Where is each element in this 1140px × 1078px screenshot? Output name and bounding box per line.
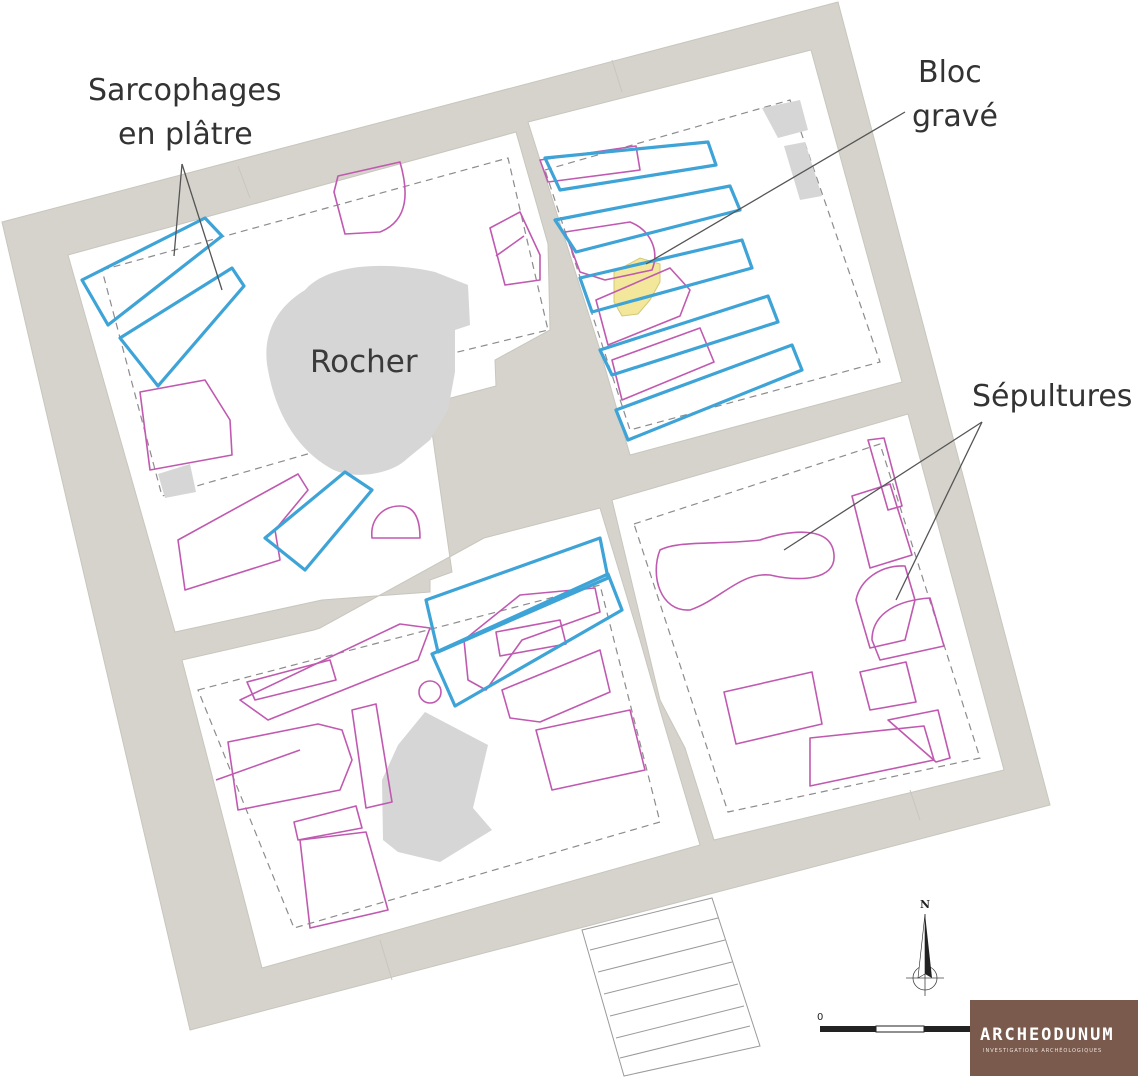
label-sarcophages-line1: Sarcophages [88, 73, 282, 108]
north-label: N [920, 898, 930, 911]
label-sepultures: Sépultures [972, 379, 1132, 414]
north-arrow-icon: N [906, 898, 944, 996]
rock-corner [762, 100, 808, 138]
building-walls [1, 1, 1051, 1031]
logo-tagline: INVESTIGATIONS ARCHÉOLOGIQUES [983, 1046, 1102, 1054]
leader-lines [173, 111, 983, 601]
logo-name: ARCHEODUNUM [980, 1025, 1115, 1045]
label-rocher: Rocher [310, 344, 418, 380]
burials [139, 145, 951, 929]
stairs [581, 897, 761, 1077]
sarcophagi [80, 140, 804, 708]
label-bloc-line1: Bloc [918, 55, 982, 90]
label-bloc-line2: gravé [912, 99, 998, 134]
rock-small [158, 464, 196, 498]
scale-start: 0 [817, 1012, 823, 1023]
label-sarcophages-line2: en plâtre [118, 117, 253, 152]
archeodunum-logo: ARCHEODUNUM INVESTIGATIONS ARCHÉOLOGIQUE… [970, 1000, 1138, 1076]
rock-upper [266, 265, 470, 475]
rock-corner-2 [784, 142, 822, 200]
rock-lower [382, 712, 492, 862]
